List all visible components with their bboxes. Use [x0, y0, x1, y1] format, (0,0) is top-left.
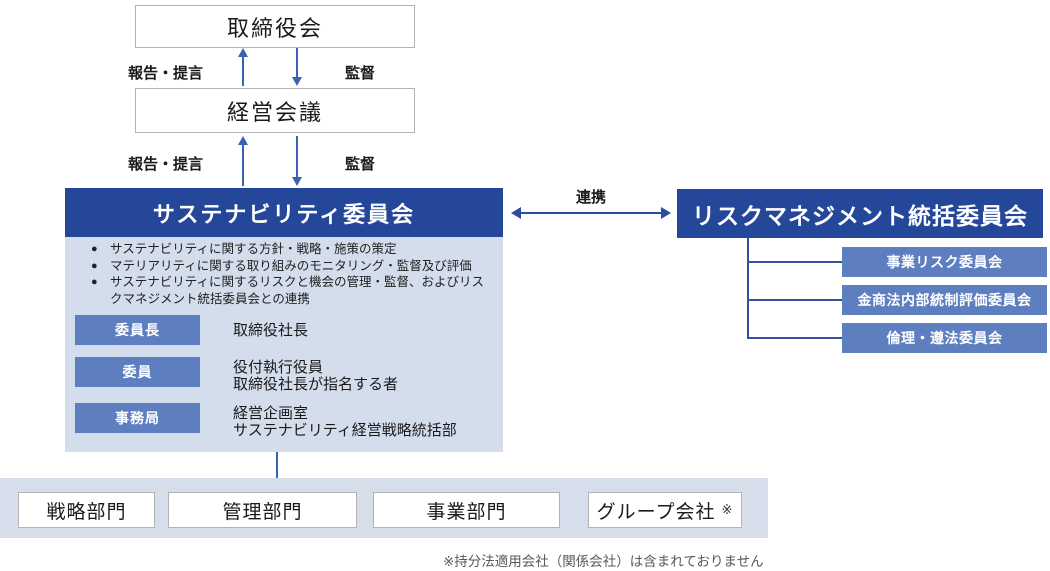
- subcommittee-label: 事業リスク委員会: [886, 254, 1003, 270]
- risk-connector-branch: [748, 299, 842, 301]
- duty-item: ● サステナビリティに関するリスクと機会の管理・監督、およびリスクマネジメント統…: [91, 274, 491, 307]
- risk-connector-branch: [748, 261, 842, 263]
- group-companies-box: グループ会社 ※: [588, 492, 742, 528]
- board-of-directors-box: 取締役会: [135, 5, 415, 48]
- dept-business-box: 事業部門: [373, 492, 560, 528]
- arrow-down-management-to-committee: [291, 136, 302, 186]
- chair-value-line: 取締役社長: [233, 322, 309, 339]
- secretariat-value-line: サステナビリティ経営戦略統括部: [233, 422, 457, 439]
- collaboration-double-arrow: [511, 207, 671, 219]
- report-proposal-label-2: 報告・提言: [128, 156, 204, 173]
- dept-administration-label: 管理部門: [222, 501, 303, 523]
- dept-business-label: 事業部門: [426, 501, 507, 523]
- subcommittee-internal-control: 金商法内部統制評価委員会: [842, 285, 1047, 315]
- arrow-up-committee-to-management: [237, 136, 248, 186]
- chair-value: 取締役社長: [233, 315, 308, 339]
- committee-to-departments-connector: [276, 452, 278, 478]
- subcommittee-label: 金商法内部統制評価委員会: [857, 292, 1032, 308]
- board-of-directors-label: 取締役会: [226, 15, 323, 41]
- bullet-icon: ●: [91, 259, 98, 272]
- committee-row-chair: 委員長 取締役社長: [75, 315, 308, 345]
- dept-strategy-box: 戦略部門: [18, 492, 155, 528]
- duty-text: マテリアリティに関する取り組みのモニタリング・監督及び評価: [110, 258, 472, 273]
- sustainability-committee-panel: サステナビリティ委員会 ● サステナビリティに関する方針・戦略・施策の策定 ● …: [65, 188, 503, 452]
- bullet-icon: ●: [91, 276, 98, 288]
- risk-connector-branch: [748, 337, 842, 339]
- secretariat-value-line: 経営企画室: [233, 405, 309, 422]
- management-meeting-label: 経営会議: [226, 99, 323, 125]
- report-proposal-label-1: 報告・提言: [128, 65, 204, 82]
- committee-row-members: 委員 役付執行役員 取締役社長が指名する者: [75, 357, 398, 393]
- risk-management-committee-title: リスクマネジメント統括委員会: [692, 202, 1028, 229]
- members-value: 役付執行役員 取締役社長が指名する者: [233, 357, 398, 393]
- dept-administration-box: 管理部門: [168, 492, 357, 528]
- duty-text: サステナビリティに関する方針・戦略・施策の策定: [110, 242, 397, 256]
- subcommittee-label: 倫理・遵法委員会: [886, 330, 1003, 346]
- group-companies-note-mark: ※: [721, 502, 734, 517]
- footnote: ※持分法適用会社（関係会社）は含まれておりません: [443, 554, 764, 569]
- risk-management-committee-header: リスクマネジメント統括委員会: [677, 189, 1043, 238]
- members-value-line: 役付執行役員: [233, 359, 324, 376]
- subcommittee-ethics-compliance: 倫理・遵法委員会: [842, 323, 1047, 353]
- supervision-label-1: 監督: [345, 65, 376, 82]
- duty-item: ● サステナビリティに関する方針・戦略・施策の策定: [91, 241, 491, 258]
- risk-connector-trunk: [747, 238, 749, 339]
- sustainability-committee-header: サステナビリティ委員会: [65, 188, 503, 237]
- members-tag: 委員: [75, 357, 200, 387]
- collaboration-label: 連携: [575, 189, 606, 206]
- sustainability-committee-title: サステナビリティ委員会: [152, 201, 416, 227]
- supervision-label-2: 監督: [345, 156, 376, 173]
- management-meeting-box: 経営会議: [135, 88, 415, 133]
- subcommittee-business-risk: 事業リスク委員会: [842, 247, 1047, 277]
- chair-tag: 委員長: [75, 315, 200, 345]
- arrow-down-board-to-management: [291, 48, 302, 86]
- duty-item: ● マテリアリティに関する取り組みのモニタリング・監督及び評価: [91, 258, 491, 275]
- duty-text: サステナビリティに関するリスクと機会の管理・監督、およびリスクマネジメント統括委…: [110, 275, 485, 306]
- bullet-icon: ●: [91, 243, 98, 255]
- arrow-up-management-to-board: [237, 48, 248, 86]
- dept-strategy-label: 戦略部門: [46, 501, 127, 523]
- group-companies-label: グループ会社: [596, 501, 716, 523]
- secretariat-value: 経営企画室 サステナビリティ経営戦略統括部: [233, 403, 457, 439]
- sustainability-duties-list: ● サステナビリティに関する方針・戦略・施策の策定 ● マテリアリティに関する取…: [91, 241, 491, 307]
- committee-row-secretariat: 事務局 経営企画室 サステナビリティ経営戦略統括部: [75, 403, 457, 439]
- members-value-line: 取締役社長が指名する者: [233, 376, 399, 393]
- secretariat-tag: 事務局: [75, 403, 200, 433]
